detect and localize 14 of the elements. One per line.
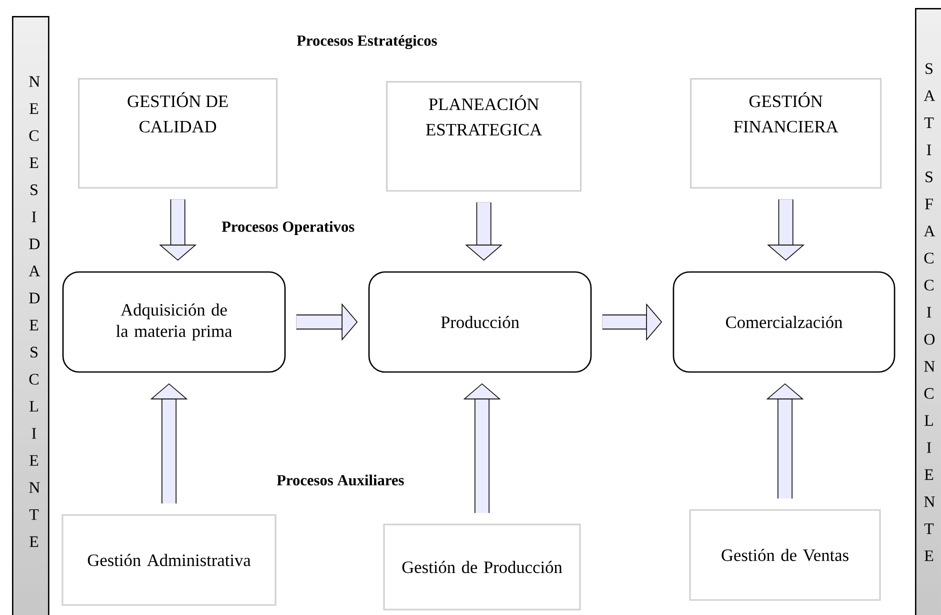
side-band: NECESIDADES CLIENTE [12,16,50,615]
process-box: Gestión de Ventas [689,509,881,601]
process-box: Gestión de Producción [383,524,581,610]
process-box: Adquisición de la materia prima [62,271,286,373]
process-box: Producción [368,271,592,373]
process-box: GESTIÓN DE CALIDAD [78,78,278,189]
process-box: Gestión Administrativa [62,514,276,606]
process-box: Comercialzación [672,271,896,373]
process-box: GESTIÓN FINANCIERA [690,78,882,189]
process-box: PLANEACIÓN ESTRATEGICA [386,81,582,192]
section-heading: Procesos Auxiliares [276,474,404,486]
section-heading: Procesos Estratégicos [296,35,437,50]
section-heading: Procesos Operativos [222,221,354,235]
side-band: SATISFACCION CLIENTE [915,8,941,615]
